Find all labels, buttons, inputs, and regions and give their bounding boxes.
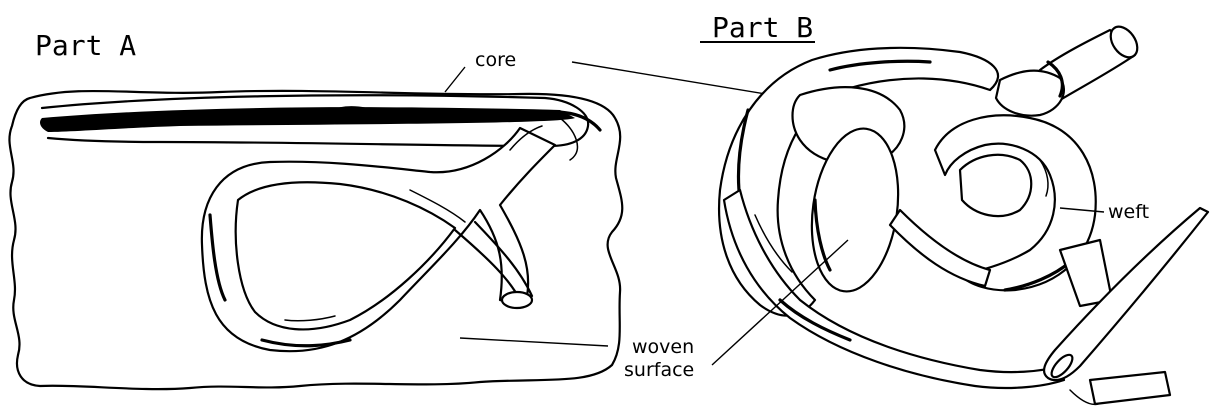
core-label: core [475,49,516,71]
woven-label: woven [632,336,694,358]
woven-surface-leader-a [460,338,608,346]
surface-label: surface [624,359,694,381]
part-a-title: Part A [35,29,136,62]
coil-core-shadow [40,107,575,132]
part-b-panel: Part B weft woven [624,11,1208,404]
weft-label: weft [1108,201,1149,223]
core-leader-b [572,62,790,98]
part-b-title: Part B [712,11,813,44]
core-leader-a [445,67,465,92]
